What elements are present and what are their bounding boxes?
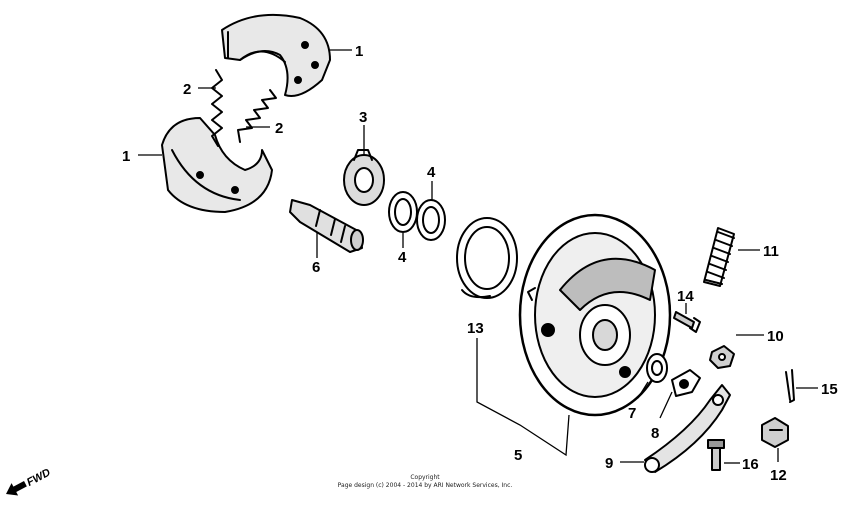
callout-15: 15 [821,381,838,398]
brake-shoe-upper [221,13,331,97]
callout-12: 12 [770,467,787,484]
spring-left [211,69,223,147]
callout-6: 6 [312,259,320,276]
brake-cam-shaft [289,199,364,253]
brake-panel [518,213,672,417]
bolt-16 [707,439,725,471]
callout-4-upper: 4 [427,164,436,181]
brake-arm [644,384,731,473]
cotter-pin [785,369,795,403]
callout-5: 5 [514,447,522,464]
callout-14: 14 [677,288,694,305]
spring-right [237,89,277,143]
washer [416,199,446,241]
callout-8: 8 [651,425,659,442]
callout-1-lower: 1 [122,148,130,165]
callout-3: 3 [359,109,367,126]
callout-4-lower: 4 [398,249,407,266]
callout-2-left: 2 [183,81,191,98]
washer-7 [646,353,668,383]
callout-13: 13 [467,320,484,337]
nut-12 [761,417,789,448]
callout-1-upper: 1 [355,43,363,60]
copyright-line-2: Page design (c) 2004 - 2014 by ARI Netwo… [337,482,513,489]
felt-seal-washer [388,191,418,233]
dust-seal [456,217,518,299]
brake-rod-spring [703,227,735,287]
callout-7: 7 [628,405,636,422]
callout-10: 10 [767,328,784,345]
wear-indicator [343,149,385,206]
copyright-line-1: Copyright [410,474,440,481]
callout-2-right: 2 [275,120,283,137]
callout-16: 16 [742,456,759,473]
bolt-14 [673,311,701,333]
nut-10 [709,345,735,369]
callout-11: 11 [763,243,779,260]
fwd-arrow-icon [6,481,27,496]
brake-shoe-lower [161,117,273,213]
indicator-plate [671,369,701,397]
callout-9: 9 [605,455,613,472]
